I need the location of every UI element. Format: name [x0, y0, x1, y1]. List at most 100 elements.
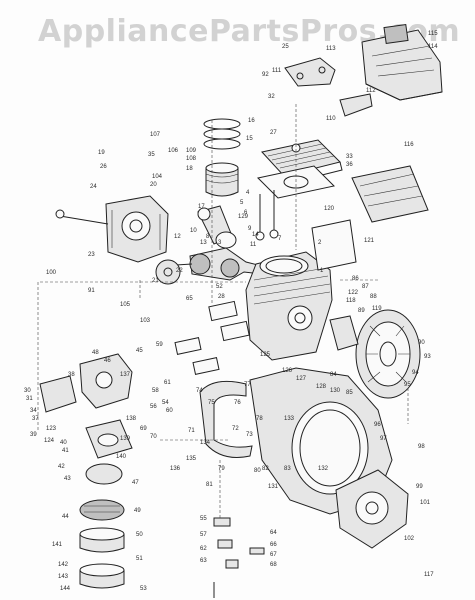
part-label: 118 [346, 298, 356, 304]
part-label: 3 [218, 240, 222, 246]
part-label: 34 [30, 408, 37, 414]
part-label: 143 [58, 574, 69, 580]
part-label: 108 [186, 156, 197, 162]
part-label: 121 [364, 238, 375, 244]
part-label: 70 [150, 434, 157, 440]
part-label: 59 [156, 342, 163, 348]
part-label: 39 [30, 432, 37, 438]
part-label: 18 [186, 166, 193, 172]
part-label: 10 [190, 228, 197, 234]
part-label: 28 [218, 294, 225, 300]
part-label: 82 [262, 466, 269, 472]
part-label: 4 [246, 190, 250, 196]
part-label: 134 [200, 440, 211, 446]
valve-components [174, 190, 279, 375]
part-label: 27 [270, 130, 277, 136]
part-label: 86 [352, 276, 359, 282]
connecting-rod [197, 205, 237, 249]
part-label: 26 [100, 164, 107, 170]
air-filter-element [79, 499, 125, 521]
air-baffle [311, 219, 357, 271]
part-label: 5 [240, 200, 244, 206]
part-label: 85 [346, 390, 353, 396]
part-label: 22 [176, 268, 183, 274]
small-fasteners [213, 517, 265, 598]
part-label: 110 [326, 116, 336, 122]
part-label: 136 [170, 466, 181, 472]
part-label: 133 [284, 416, 295, 422]
part-label: 79 [218, 466, 225, 472]
part-label: 42 [58, 464, 65, 470]
part-label: 106 [168, 148, 179, 154]
part-label: 8 [206, 234, 210, 240]
part-label: 2 [318, 240, 322, 246]
part-label: 144 [60, 586, 71, 592]
part-label: 9 [248, 226, 252, 232]
part-label: 57 [200, 532, 207, 538]
part-label: 137 [120, 372, 131, 378]
part-label: 14 [252, 232, 259, 238]
part-label: 17 [198, 204, 205, 210]
part-label: 41 [62, 448, 69, 454]
part-label: 51 [136, 556, 143, 562]
part-label: 63 [200, 558, 207, 564]
part-label: 15 [246, 136, 253, 142]
part-label: 78 [256, 416, 263, 422]
part-label: 138 [126, 416, 137, 422]
part-label: 87 [362, 284, 369, 290]
part-label: 16 [248, 118, 255, 124]
part-label: 83 [284, 466, 291, 472]
part-label: 127 [296, 376, 307, 382]
part-label: 104 [152, 174, 163, 180]
part-label: 47 [132, 480, 139, 486]
part-label: 116 [404, 142, 414, 148]
part-label: 11 [250, 242, 257, 248]
bracket-111 [284, 57, 336, 87]
part-label: 117 [424, 572, 434, 578]
part-label: 30 [24, 388, 31, 394]
part-label: 52 [216, 284, 223, 290]
part-label: 53 [140, 586, 147, 592]
part-label: 49 [134, 508, 141, 514]
part-label: 125 [260, 352, 271, 358]
part-label: 77 [244, 382, 251, 388]
part-label: 54 [162, 400, 169, 406]
part-label: 61 [164, 380, 171, 386]
filter-base [79, 527, 125, 553]
part-label: 58 [152, 388, 159, 394]
part-label: 13 [200, 240, 207, 246]
part-label: 122 [348, 290, 359, 296]
part-label: 31 [26, 396, 33, 402]
part-label: 123 [46, 426, 57, 432]
part-label: 66 [270, 542, 277, 548]
part-label: 132 [318, 466, 329, 472]
part-label: 112 [366, 88, 376, 94]
fuel-bowl [85, 419, 133, 459]
part-label: 65 [186, 296, 193, 302]
part-label: 73 [246, 432, 253, 438]
carburetor [79, 353, 133, 409]
part-label: 129 [238, 214, 249, 220]
part-label: 81 [206, 482, 213, 488]
part-label: 7 [278, 236, 282, 242]
part-label: 140 [116, 454, 127, 460]
part-label: 43 [64, 476, 71, 482]
part-label: 90 [418, 340, 425, 346]
part-label: 64 [270, 530, 277, 536]
part-label: 21 [152, 278, 159, 284]
part-label: 12 [174, 234, 181, 240]
part-label: 56 [150, 404, 157, 410]
crankshaft [159, 247, 263, 281]
recoil-starter [335, 469, 409, 549]
part-label: 131 [268, 484, 279, 490]
bracket-112 [339, 93, 373, 117]
part-label: 37 [32, 416, 39, 422]
ignition-coil [329, 315, 359, 351]
part-label: 120 [324, 206, 335, 212]
part-label: 96 [374, 422, 381, 428]
part-label: 36 [346, 162, 353, 168]
part-label: 124 [44, 438, 55, 444]
part-label: 48 [92, 350, 99, 356]
part-label: 135 [186, 456, 197, 462]
